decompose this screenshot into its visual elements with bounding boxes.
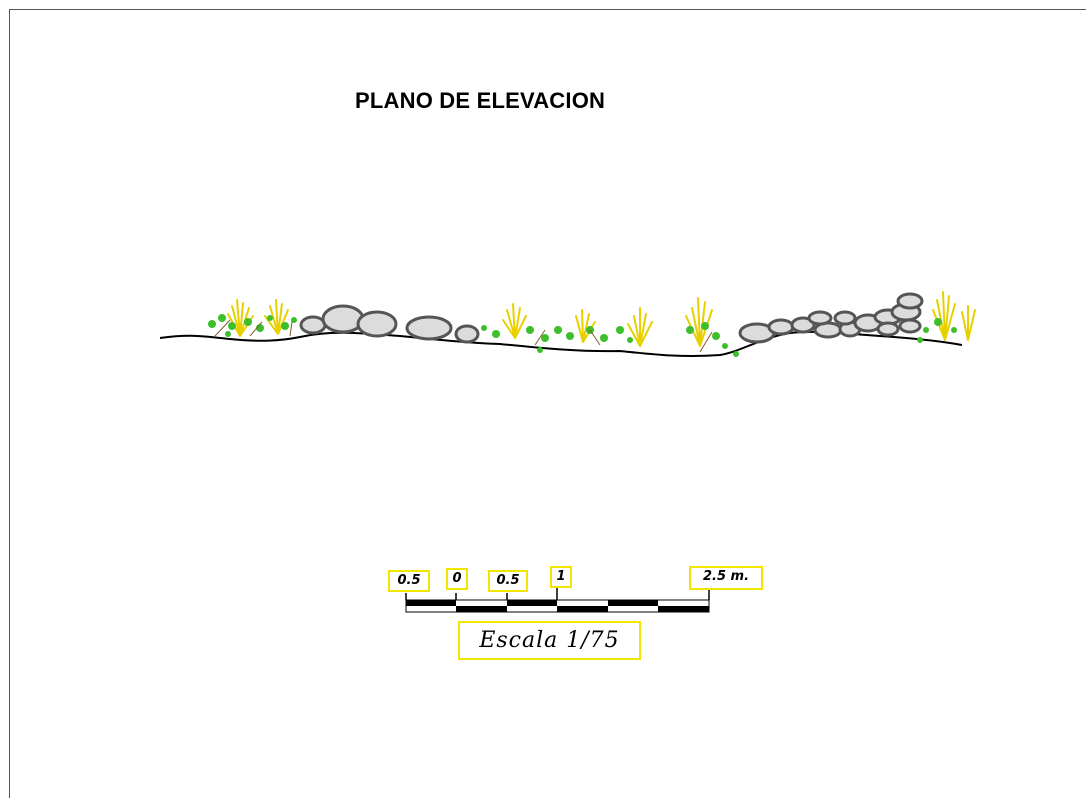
rock-cluster-left <box>299 304 480 344</box>
shrub-foliage <box>208 314 957 357</box>
rock-cluster-right <box>738 292 924 344</box>
scale-segment <box>608 600 658 606</box>
drawing-sheet-border <box>9 9 1086 798</box>
grass-tufts <box>227 291 976 347</box>
scale-segment <box>557 606 608 612</box>
scale-label-zero: 0 <box>446 568 468 590</box>
scale-segment <box>406 600 456 606</box>
shrub-stems <box>214 319 713 353</box>
scale-bar <box>405 588 710 613</box>
ground-profile-line <box>159 330 963 358</box>
scale-label-end: 2.5 m. <box>689 566 763 590</box>
scale-segment <box>456 606 507 612</box>
scale-label-one: 1 <box>550 566 572 588</box>
scale-label-neg-half: 0.5 <box>388 570 430 592</box>
scale-caption: Escala 1/75 <box>458 621 641 660</box>
scale-label-half: 0.5 <box>488 570 528 592</box>
scale-segment <box>658 606 709 612</box>
scale-segment <box>507 600 557 606</box>
page-title: PLANO DE ELEVACION <box>355 88 606 113</box>
